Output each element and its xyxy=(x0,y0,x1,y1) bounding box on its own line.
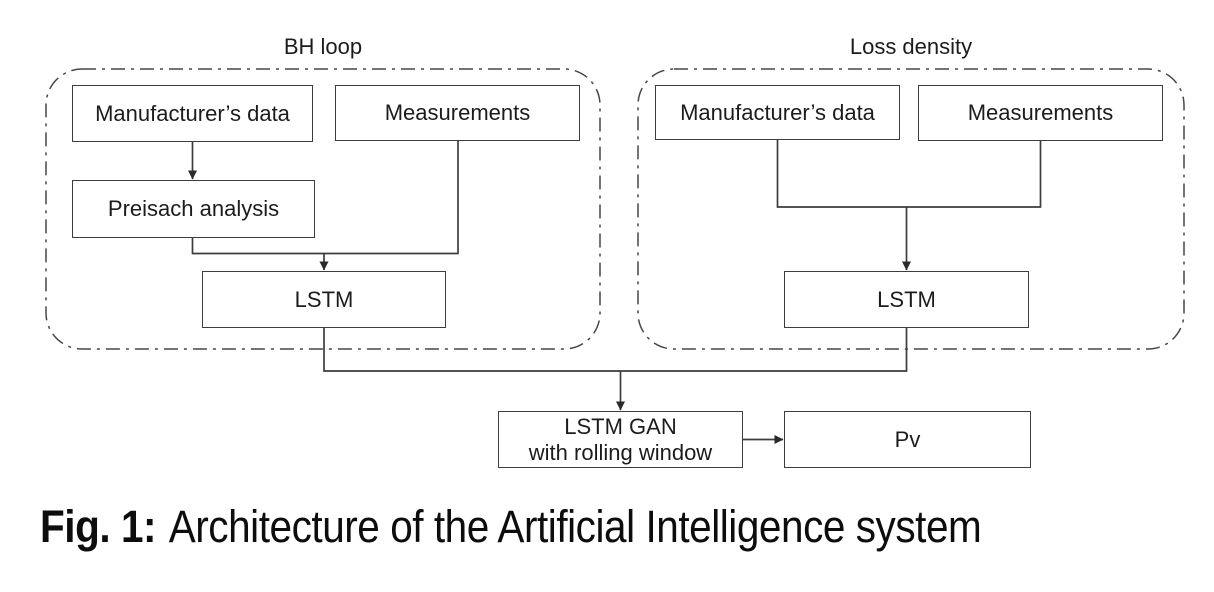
wire-bh-merge xyxy=(191,141,459,255)
box-ld-manufacturers-data: Manufacturer’s data xyxy=(655,85,900,140)
box-ld-lstm: LSTM xyxy=(784,271,1029,328)
loss-density-group-border xyxy=(637,68,1185,350)
box-preisach-analysis: Preisach analysis xyxy=(72,180,315,238)
box-bh-manufacturers-data: Manufacturer’s data xyxy=(72,85,313,142)
caption-text: Architecture of the Artificial Intellige… xyxy=(168,501,982,552)
loss-density-group-label: Loss density xyxy=(849,34,973,59)
caption-label: Fig. 1: xyxy=(40,501,157,552)
figure-caption: Fig. 1:Architecture of the Artificial In… xyxy=(40,501,982,553)
lstm-gan-line-1: LSTM GAN xyxy=(564,413,677,439)
wire-lstm-outputs-merge xyxy=(323,328,908,372)
bh-loop-group-border xyxy=(45,68,601,350)
wire-loss-density-merge xyxy=(776,140,1042,208)
box-bh-measurements: Measurements xyxy=(335,85,580,141)
box-lstm-gan: LSTM GAN with rolling window xyxy=(498,411,743,468)
box-ld-measurements: Measurements xyxy=(918,85,1163,141)
box-bh-lstm: LSTM xyxy=(202,271,446,328)
lstm-gan-line-2: with rolling window xyxy=(528,439,713,465)
box-pv: Pv xyxy=(784,411,1031,468)
bh-loop-group-label: BH loop xyxy=(283,34,363,59)
